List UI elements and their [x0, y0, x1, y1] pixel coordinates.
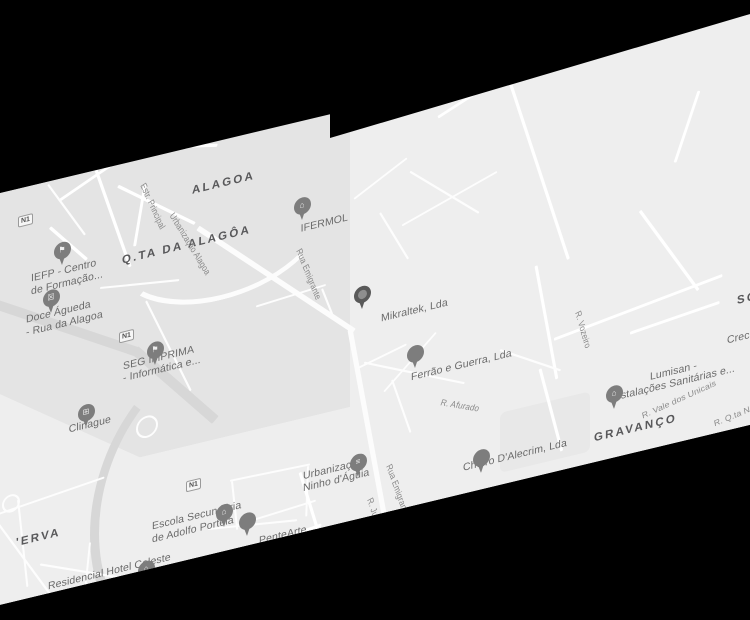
- hospital-icon: ⊞: [82, 406, 90, 417]
- road-vozeiro-loop-d: [353, 157, 408, 200]
- road-east-ridge: [638, 209, 700, 292]
- road-vozeiro: [508, 81, 570, 261]
- map-pin-plain-icon[interactable]: [472, 447, 490, 475]
- map-street-label: R. Q.ta Nova: [713, 398, 750, 429]
- map-pin-dot-icon[interactable]: [353, 283, 371, 311]
- road-afurado-c: [391, 379, 412, 434]
- parking-icon: ≡: [355, 456, 361, 467]
- road-east-fork: [673, 90, 701, 163]
- map-pin-poi-icon[interactable]: ⚑: [146, 339, 164, 367]
- map-poi-label[interactable]: Mikraltek, Lda: [381, 296, 448, 325]
- map-pin-plain-icon[interactable]: [238, 510, 256, 538]
- map-pin-shop-icon[interactable]: ⌂: [605, 383, 623, 411]
- restaurant-icon: ☒: [47, 292, 55, 303]
- map-place-label: GRAVANÇO: [594, 412, 677, 444]
- map-pin-restaurant-icon[interactable]: ☒: [42, 287, 60, 315]
- map-pin-factory-icon[interactable]: ⌂: [293, 194, 311, 222]
- map-place-label: 'ERVA: [16, 526, 61, 549]
- factory-icon: ⌂: [299, 199, 305, 210]
- school-icon: ⌂: [221, 506, 227, 517]
- poi-icon: ⚑: [58, 244, 66, 255]
- map-pin-poi-icon[interactable]: ⚑: [53, 239, 71, 267]
- pin-head: [238, 510, 256, 533]
- map-pin-parking-icon[interactable]: ≡: [349, 451, 367, 479]
- road-vozeiro-loop-c: [379, 212, 410, 260]
- map-place-label: SOB: [737, 287, 750, 307]
- map-poi-label[interactable]: Creche: [727, 325, 750, 346]
- pin-head: [472, 447, 490, 470]
- map-pin-hospital-icon[interactable]: ⊞: [77, 401, 95, 429]
- poi-icon: ⚑: [151, 344, 159, 355]
- road-vozeiro-loop-b: [401, 170, 498, 227]
- map-pin-school-icon[interactable]: ⌂: [215, 501, 233, 529]
- shop-icon: ⌂: [611, 388, 617, 399]
- pin-head: [406, 342, 424, 365]
- map-street-label: R. Vozeiro: [573, 308, 594, 350]
- road-vozeiro-loop-a: [409, 170, 480, 214]
- map-pin-plain-icon[interactable]: [406, 342, 424, 370]
- map-street-label: R. Afurado: [439, 396, 482, 414]
